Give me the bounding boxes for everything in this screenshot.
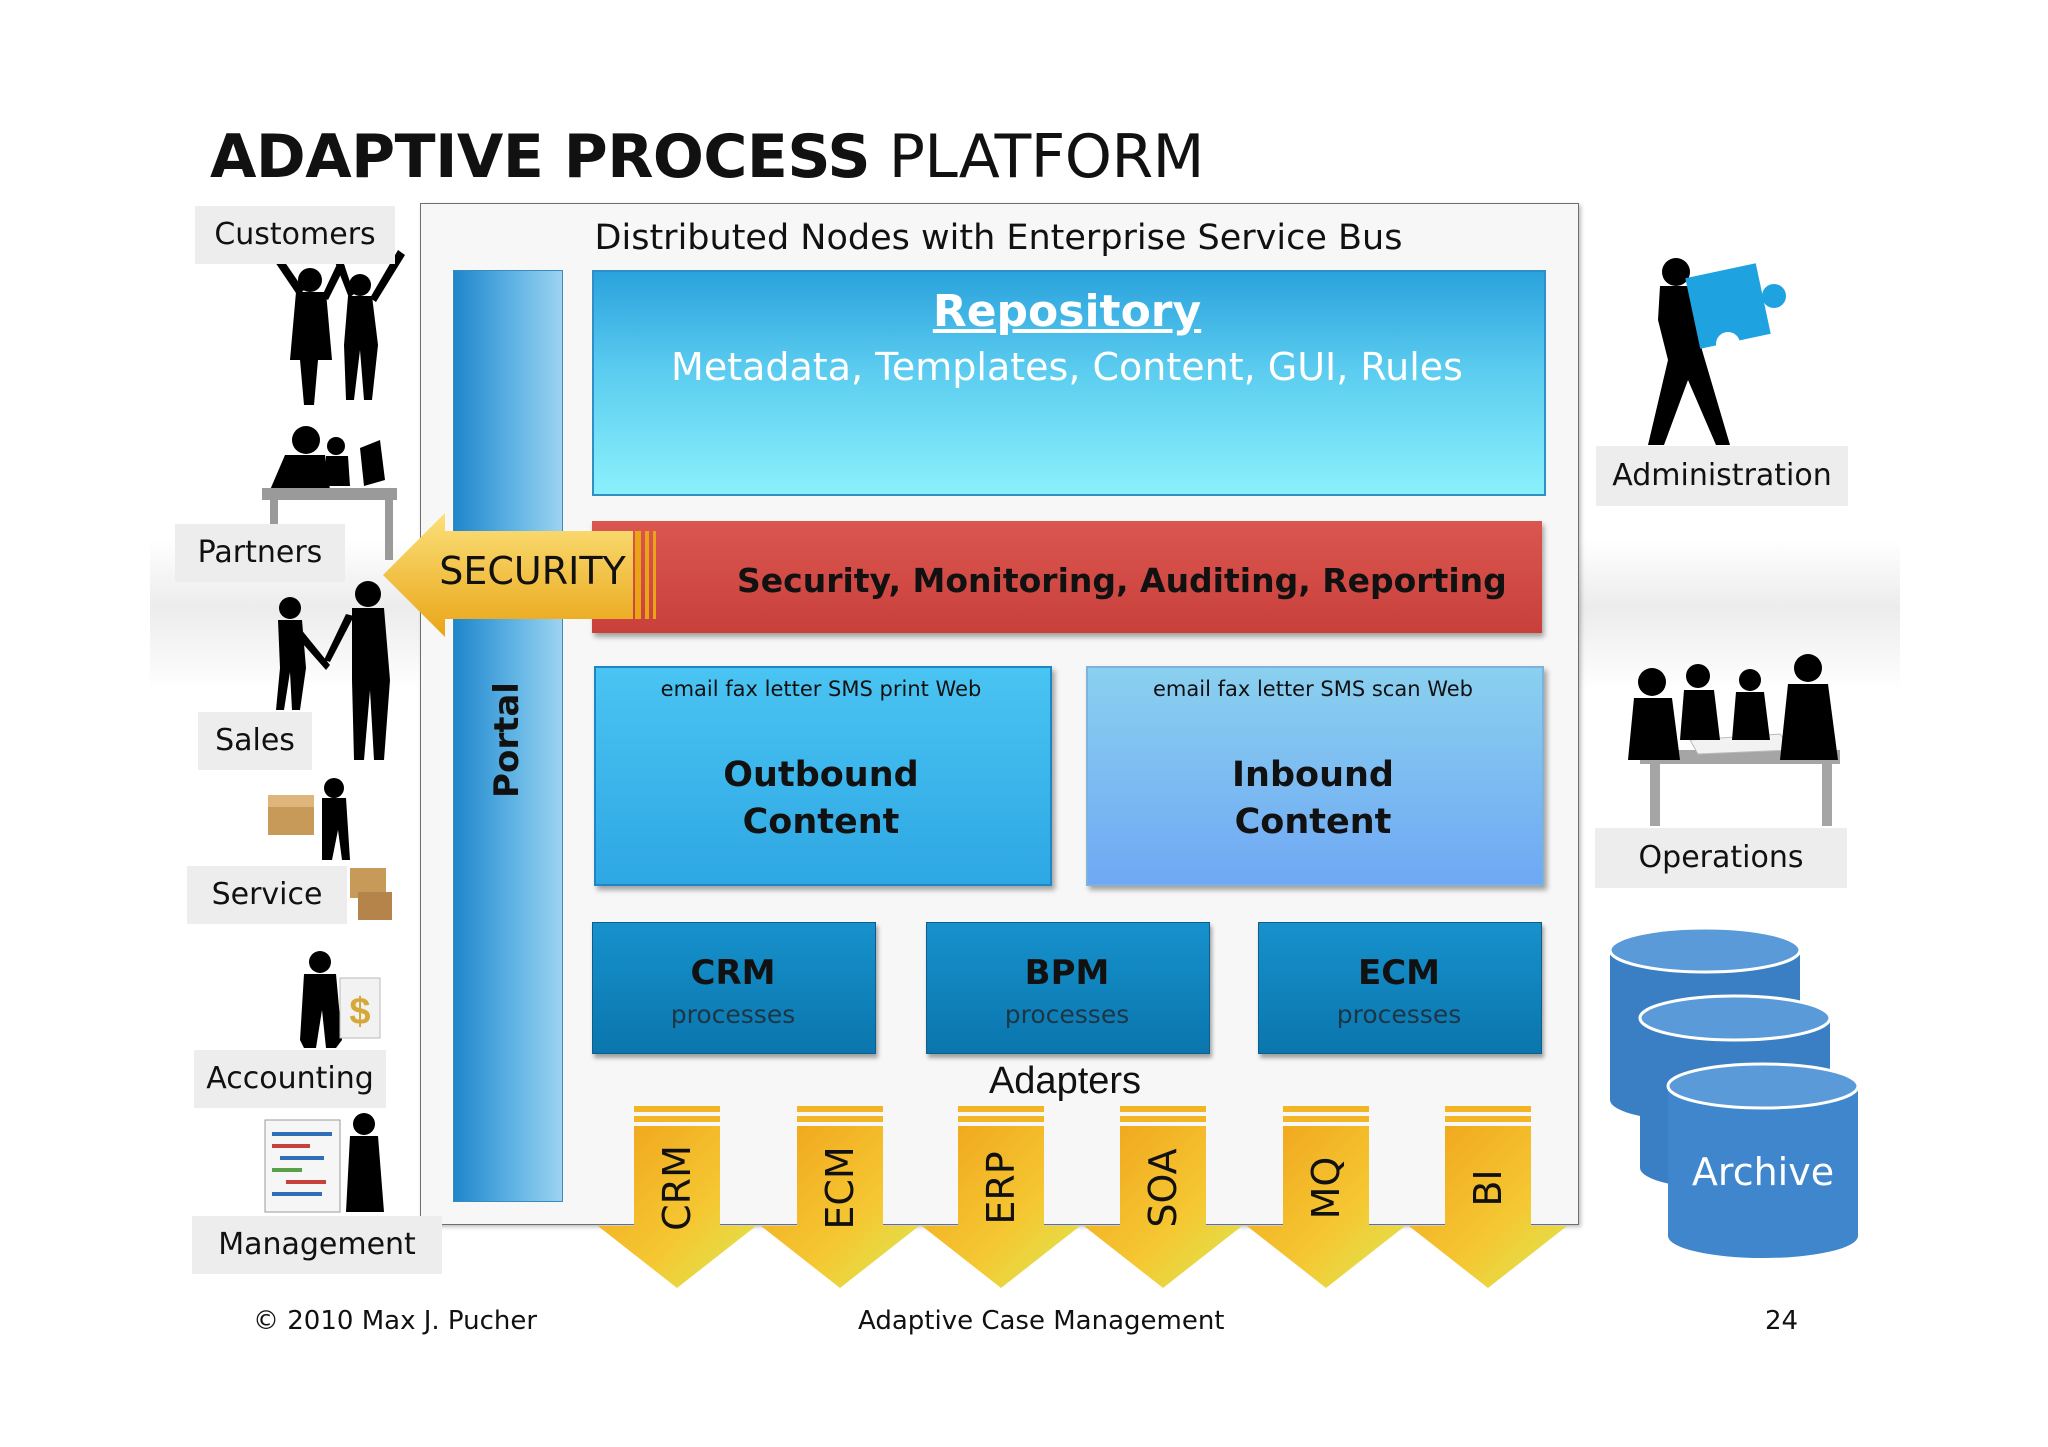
process-name: CRM	[690, 953, 776, 993]
right-silhouettes	[1608, 258, 1860, 1258]
management-silhouette-icon	[264, 1113, 384, 1213]
svg-text:$: $	[349, 991, 370, 1033]
title-bold: ADAPTIVE PROCESS	[210, 122, 871, 192]
process-name: ECM	[1357, 953, 1440, 993]
outbound-content-box	[594, 666, 1052, 886]
outbound-line1: Outbound	[723, 755, 919, 795]
adapter-soa: SOA	[1141, 1147, 1185, 1228]
accounting-silhouette-icon: $	[300, 951, 381, 1048]
repository-title: Repository	[932, 286, 1202, 337]
crm-process-box	[592, 922, 876, 1054]
process-sub: processes	[1004, 1000, 1130, 1029]
process-sub: processes	[670, 1000, 796, 1029]
title-regular: PLATFORM	[888, 122, 1205, 192]
role-accounting: Accounting	[194, 1050, 386, 1108]
adapter-bi: BI	[1466, 1168, 1510, 1207]
archive-label: Archive	[1691, 1150, 1835, 1194]
adapter-crm: CRM	[655, 1144, 699, 1231]
sales-silhouette-icon	[276, 581, 390, 760]
security-arrow	[383, 513, 656, 637]
slide-title: ADAPTIVE PROCESS PLATFORM	[210, 122, 1204, 192]
repository-box	[592, 270, 1546, 496]
operations-silhouette-icon	[1628, 654, 1840, 826]
role-service: Service	[187, 866, 347, 924]
outbound-channels: email fax letter SMS print Web	[660, 677, 982, 701]
adapter-bi-wrap: BI	[1458, 1130, 1518, 1245]
adapter-soa-wrap: SOA	[1133, 1130, 1193, 1245]
footer-center: Adaptive Case Management	[858, 1306, 1225, 1336]
process-sub: processes	[1336, 1000, 1462, 1029]
inbound-line2: Content	[1234, 802, 1392, 842]
role-management: Management	[192, 1216, 442, 1274]
security-bar	[592, 521, 1542, 633]
repository-subtitle: Metadata, Templates, Content, GUI, Rules	[671, 345, 1463, 389]
adapter-mq: MQ	[1304, 1156, 1348, 1219]
adapters-label: Adapters	[988, 1060, 1142, 1102]
role-administration: Administration	[1596, 446, 1848, 506]
service-silhouette-icon	[268, 778, 392, 920]
archive-database-icon	[1608, 926, 1860, 1258]
esb-header: Distributed Nodes with Enterprise Servic…	[594, 218, 1403, 258]
adapter-mq-wrap: MQ	[1296, 1130, 1356, 1245]
footer-copyright: © 2010 Max J. Pucher	[253, 1306, 538, 1336]
adapter-ecm: ECM	[818, 1145, 862, 1230]
administration-silhouette-icon	[1648, 258, 1786, 445]
role-partners: Partners	[175, 524, 345, 582]
security-tab-label: SECURITY	[439, 549, 626, 593]
process-name: BPM	[1024, 953, 1110, 993]
adapter-crm-wrap: CRM	[647, 1130, 707, 1245]
inbound-content-box	[1086, 666, 1544, 886]
customers-silhouette-icon	[275, 250, 405, 405]
left-silhouettes: $	[262, 250, 405, 1213]
portal-column	[453, 270, 563, 1202]
outbound-line2: Content	[742, 802, 900, 842]
security-bar-label: Security, Monitoring, Auditing, Reportin…	[737, 561, 1507, 600]
role-operations: Operations	[1595, 828, 1847, 888]
ecm-process-box	[1258, 922, 1542, 1054]
role-customers: Customers	[195, 206, 395, 264]
adapter-erp-wrap: ERP	[971, 1130, 1031, 1245]
inbound-channels: email fax letter SMS scan Web	[1153, 677, 1473, 701]
role-sales: Sales	[198, 712, 312, 770]
adapter-erp: ERP	[979, 1150, 1023, 1225]
bpm-process-box	[926, 922, 1210, 1054]
footer-page-number: 24	[1765, 1306, 1799, 1336]
adapter-ecm-wrap: ECM	[810, 1130, 870, 1245]
inbound-line1: Inbound	[1232, 755, 1394, 795]
